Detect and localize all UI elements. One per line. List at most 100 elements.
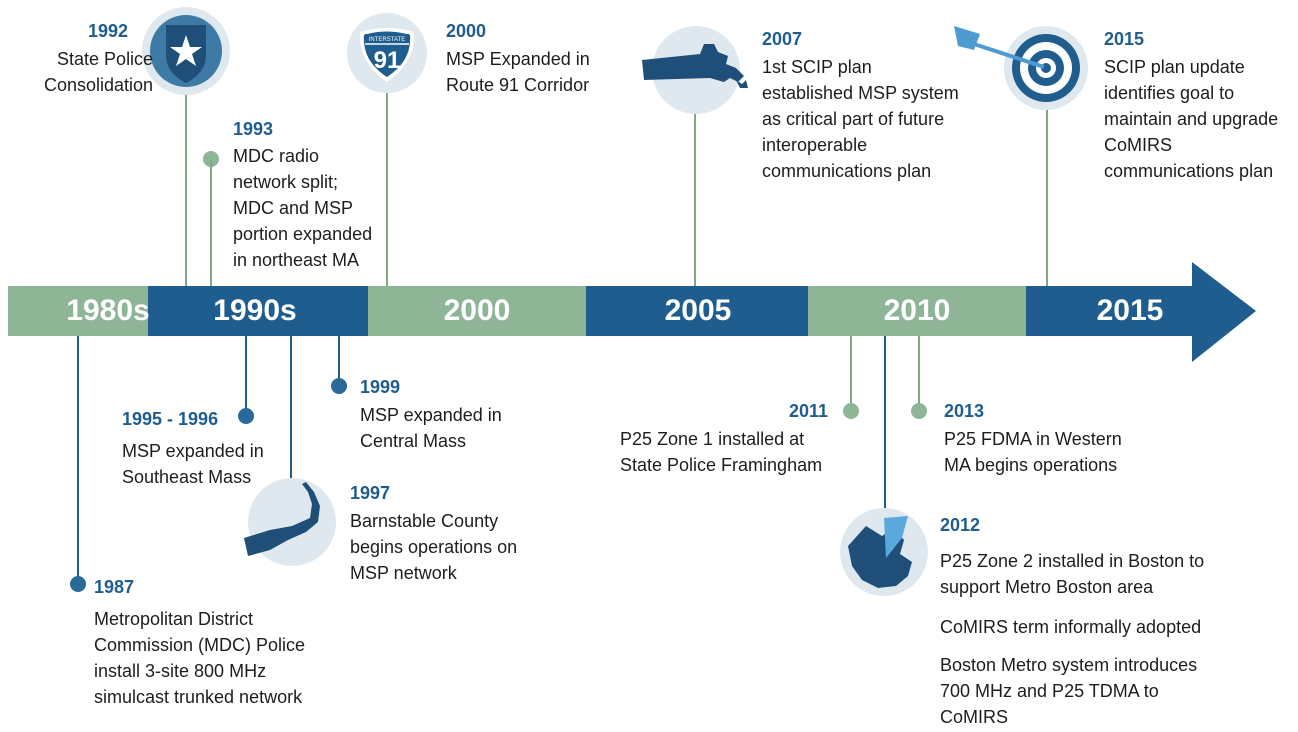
event-1997-line: MSP network (350, 563, 457, 583)
event-1987-line: install 3-site 800 MHz (94, 661, 267, 681)
event-1993-line: in northeast MA (233, 250, 360, 270)
event-2015-desc: SCIP plan update identifies goal to main… (1104, 54, 1278, 184)
event-2000-line: Route 91 Corridor (446, 75, 590, 95)
stem-1993 (210, 160, 212, 286)
shield-top-text: INTERSTATE (369, 37, 405, 43)
event-1993-desc: MDC radio network split; MDC and MSP por… (233, 143, 372, 273)
event-2015-year: 2015 (1104, 29, 1145, 49)
band-1980s-highlight (8, 286, 148, 336)
stem-2013 (918, 336, 920, 404)
event-1993-line: MDC and MSP (233, 198, 354, 218)
stem-2012 (884, 336, 886, 516)
event-2012-line: support Metro Boston area (940, 577, 1154, 597)
cape-cod-map-icon (244, 478, 336, 566)
event-1993-line: portion expanded (233, 224, 373, 244)
event-2013-dot (911, 403, 927, 419)
event-2007-line: 1st SCIP plan (762, 57, 872, 77)
stem-1999 (338, 336, 340, 384)
event-1993-year: 1993 (233, 119, 274, 139)
event-1993-dot (203, 151, 219, 167)
event-1987-desc: Metropolitan District Commission (MDC) P… (94, 606, 305, 710)
event-2000-year: 2000 (446, 21, 487, 41)
band-label-2000: 2000 (443, 294, 511, 327)
event-1999-line: MSP expanded in (360, 405, 502, 425)
event-2012-desc-p2: CoMIRS term informally adopted (940, 614, 1201, 640)
stem-1987 (77, 336, 79, 582)
stem-2000 (386, 88, 388, 286)
event-2012-line: CoMIRS term informally adopted (940, 617, 1202, 637)
event-1987-year: 1987 (94, 577, 135, 597)
event-1997-year: 1997 (350, 483, 391, 503)
event-2015-line: CoMIRS (1104, 135, 1173, 155)
band-2000-highlight (368, 286, 586, 336)
event-2012-line: Boston Metro system introduces (940, 655, 1198, 675)
event-1993-line: MDC radio (233, 146, 320, 166)
event-2012-line: CoMIRS (940, 707, 1009, 727)
stem-1997 (290, 336, 292, 486)
event-2011-dot (843, 403, 859, 419)
event-2012-line: P25 Zone 2 installed in Boston to (940, 551, 1205, 571)
event-1999-desc: MSP expanded in Central Mass (360, 402, 502, 454)
event-1995-year: 1995 - 1996 (122, 409, 219, 429)
event-2007-line: interoperable (762, 135, 868, 155)
event-2015-line: communications plan (1104, 161, 1274, 181)
event-2007-desc: 1st SCIP plan established MSP system as … (762, 54, 959, 184)
event-1997-line: begins operations on (350, 537, 518, 557)
band-2010-highlight (808, 286, 1026, 336)
band-label-2010: 2010 (883, 294, 951, 327)
band-label-2005: 2005 (664, 294, 732, 327)
event-1987-line: Metropolitan District (94, 609, 254, 629)
event-2013-desc: P25 FDMA in Western MA begins operations (944, 426, 1122, 478)
event-2011-line: State Police Framingham (620, 455, 823, 475)
event-1992-line: State Police (57, 49, 154, 69)
stem-1995 (245, 336, 247, 412)
event-2011-desc: P25 Zone 1 installed at State Police Fra… (620, 426, 822, 478)
event-2007-line: as critical part of future (762, 109, 945, 129)
event-2007-year: 2007 (762, 29, 803, 49)
stem-1992 (185, 95, 187, 286)
massachusetts-map-icon (642, 26, 748, 114)
stem-2011 (850, 336, 852, 404)
boston-map-icon (840, 508, 928, 596)
band-label-1990s: 1990s (213, 294, 297, 327)
event-2011-line: P25 Zone 1 installed at (620, 429, 805, 449)
event-2011-year: 2011 (789, 401, 829, 421)
target-dart-icon (954, 26, 1088, 110)
event-2013-line: MA begins operations (944, 455, 1118, 475)
event-2000-line: MSP Expanded in (446, 49, 590, 69)
event-1995-desc: MSP expanded in Southeast Mass (122, 438, 264, 490)
event-2007-line: communications plan (762, 161, 932, 181)
event-1997-line: Barnstable County (350, 511, 499, 531)
event-1992-desc: State Police Consolidation (44, 46, 153, 98)
event-1999-year: 1999 (360, 377, 401, 397)
event-1997-desc: Barnstable County begins operations on M… (350, 508, 517, 586)
event-1995-dot (238, 408, 254, 424)
event-2013-year: 2013 (944, 401, 985, 421)
event-2013-line: P25 FDMA in Western (944, 429, 1122, 449)
event-2000-desc: MSP Expanded in Route 91 Corridor (446, 46, 590, 98)
stem-2015 (1046, 105, 1048, 286)
event-2012-desc-p3: Boston Metro system introduces 700 MHz a… (940, 652, 1197, 730)
band-label-2015: 2015 (1096, 294, 1164, 327)
interstate-shield-icon: INTERSTATE 91 (347, 13, 427, 93)
event-2007-line: established MSP system (762, 83, 959, 103)
event-1987-line: simulcast trunked network (94, 687, 303, 707)
event-1992-line: Consolidation (44, 75, 154, 95)
police-badge-icon (142, 7, 230, 95)
event-2015-line: maintain and upgrade (1104, 109, 1279, 129)
event-2012-desc-p1: P25 Zone 2 installed in Boston to suppor… (940, 548, 1204, 600)
event-1992-year: 1992 (88, 21, 129, 41)
event-1995-line: Southeast Mass (122, 467, 252, 487)
event-2015-line: SCIP plan update (1104, 57, 1245, 77)
event-2012-year: 2012 (940, 515, 981, 535)
band-label-1980s: 1980s (66, 294, 150, 327)
event-1987-line: Commission (MDC) Police (94, 635, 306, 655)
event-2015-line: identifies goal to (1104, 83, 1235, 103)
event-1999-line: Central Mass (360, 431, 467, 451)
event-1987-dot (70, 576, 86, 592)
event-1995-line: MSP expanded in (122, 441, 264, 461)
event-2012-line: 700 MHz and P25 TDMA to (940, 681, 1159, 701)
stem-2007 (694, 110, 696, 286)
shield-number-text: 91 (374, 47, 401, 74)
event-1999-dot (331, 378, 347, 394)
